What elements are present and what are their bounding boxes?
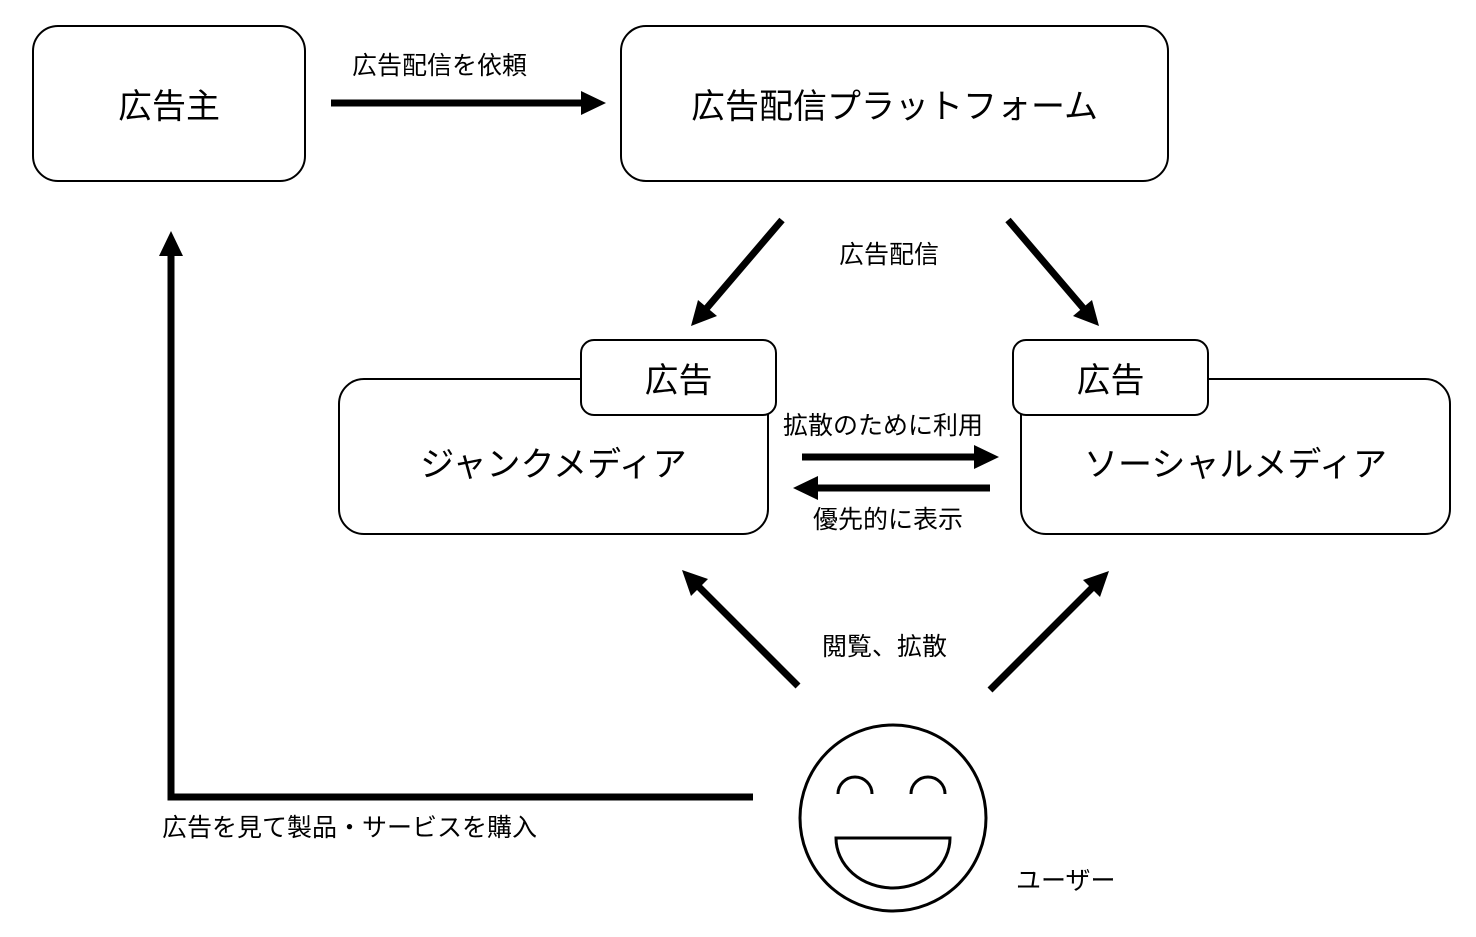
arrow-purchase xyxy=(167,254,753,801)
edge-label-priority-display: 優先的に表示 xyxy=(813,505,964,534)
edge-label-view-spread: 閲覧、拡散 xyxy=(822,632,948,661)
arrow-delivery-junk xyxy=(703,217,785,312)
arrowhead-view-social xyxy=(1083,571,1109,597)
edge-label-purchase: 広告を見て製品・サービスを購入 xyxy=(162,813,538,842)
edge-label-spread-use: 拡散のために利用 xyxy=(783,411,984,440)
junk-media-label: ジャンクメディア xyxy=(420,445,687,485)
platform-box: 広告配信プラットフォーム xyxy=(620,25,1169,182)
arrowhead-request-delivery xyxy=(581,91,606,115)
social-media-ad-tag: 広告 xyxy=(1012,339,1209,416)
arrow-view-junk xyxy=(696,584,801,689)
arrowhead-delivery-social xyxy=(1073,300,1099,326)
arrow-view-social xyxy=(987,585,1095,693)
arrowhead-spread-use xyxy=(974,445,999,469)
junk-media-ad-tag: 広告 xyxy=(580,339,777,416)
advertiser-label: 広告主 xyxy=(118,87,220,127)
social-media-ad-tag-label: 広告 xyxy=(1076,361,1145,401)
user-label: ユーザー xyxy=(1016,866,1116,895)
arrow-delivery-social xyxy=(1005,217,1087,312)
social-media-label: ソーシャルメディア xyxy=(1084,445,1387,485)
platform-label: 広告配信プラットフォーム xyxy=(691,87,1098,127)
advertiser-box: 広告主 xyxy=(32,25,306,182)
arrowhead-priority-display xyxy=(793,476,818,500)
arrowhead-view-junk xyxy=(682,570,708,596)
arrowhead-delivery-junk xyxy=(691,300,717,326)
edge-label-ad-delivery: 広告配信 xyxy=(839,240,940,269)
edge-label-request-delivery: 広告配信を依頼 xyxy=(352,51,528,80)
junk-media-ad-tag-label: 広告 xyxy=(644,361,713,401)
arrowhead-purchase xyxy=(159,231,183,256)
smiley-face-icon xyxy=(798,723,988,913)
